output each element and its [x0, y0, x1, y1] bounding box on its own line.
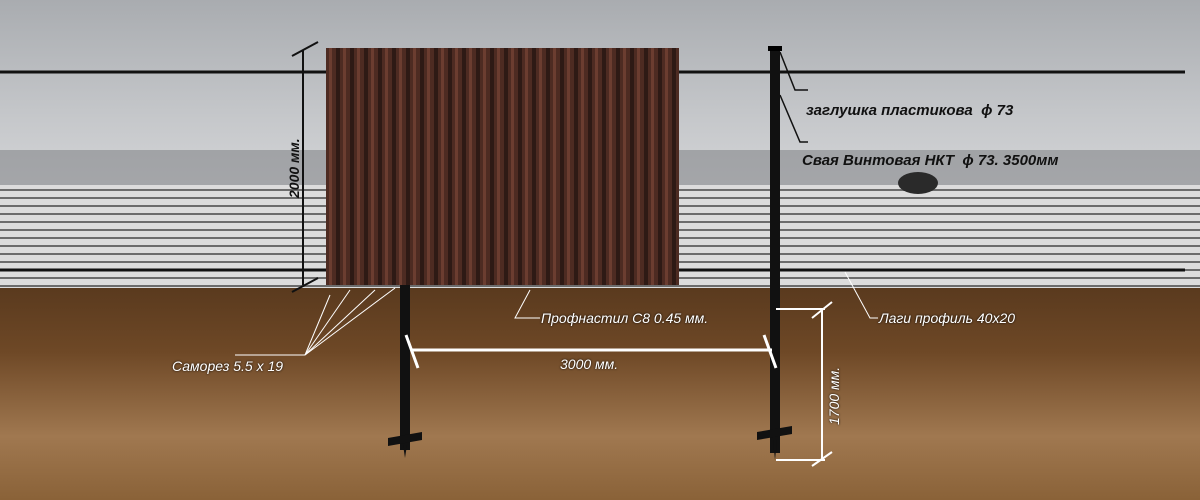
cap-diameter: ϕ 73 [981, 102, 1014, 119]
screws-leaders [235, 287, 396, 356]
height-dimension-label: 2000 мм. [286, 138, 302, 198]
depth-dimension [776, 301, 833, 467]
post-cap [768, 46, 782, 51]
rails-leader [844, 271, 878, 319]
right-post [770, 48, 780, 453]
depth-dimension-label: 1700 мм. [826, 366, 842, 425]
sheet-leader [514, 289, 540, 319]
pile-label: Свая Винтовая НКТ ϕ 73. 3500мм [802, 152, 1058, 169]
left-screw-icon [388, 432, 422, 458]
cap-label: заглушка пластикова ϕ 73 [806, 102, 1013, 119]
height-dimension [291, 41, 319, 293]
left-post [400, 285, 410, 450]
soil [0, 288, 1200, 500]
width-dimension-label: 3000 мм. [560, 356, 619, 372]
corrugated-sheet [326, 48, 679, 285]
rails-label: Лаги профиль 40x20 [879, 310, 1016, 326]
bush [898, 172, 938, 194]
pile-leader [779, 94, 808, 143]
screws-label: Саморез 5.5 x 19 [172, 358, 284, 374]
width-dimension [404, 334, 778, 369]
pile-diameter: ϕ 73. 3500мм [962, 152, 1059, 169]
sheet-label: Профнастил С8 0.45 мм. [541, 310, 709, 326]
cap-leader [779, 51, 808, 91]
pile-text: Свая Винтовая НКТ [802, 152, 954, 169]
cap-text: заглушка пластикова [806, 102, 973, 119]
right-screw-icon [757, 426, 792, 460]
